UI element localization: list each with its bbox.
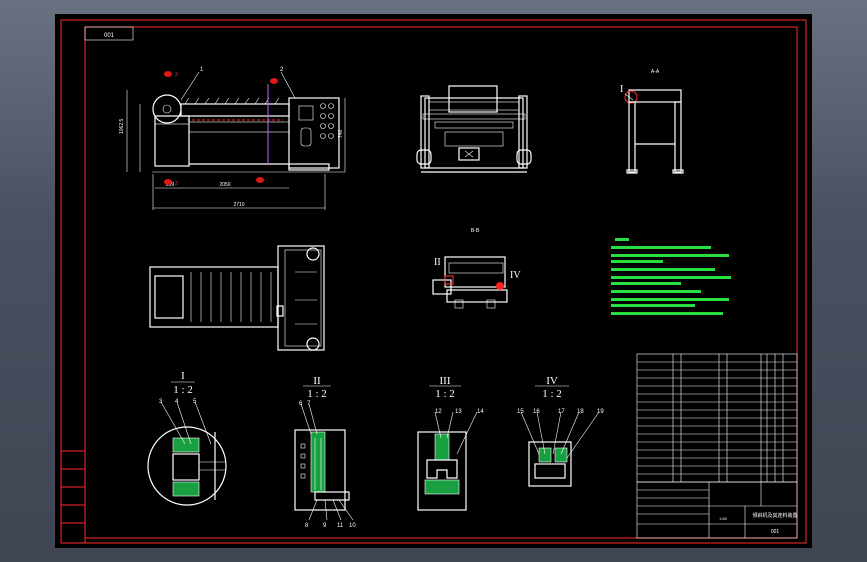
detail-II-num-9: 9 [323,523,327,529]
leader-2: 2 [280,67,284,73]
conveyor-belt [180,103,290,117]
detail-II-scale: 1 : 2 [307,388,327,400]
section-aa-view: A-A I [620,69,684,174]
detail-IV-num-15: 15 [517,409,524,415]
detail-II: II 1 : 2 6 7 8 9 11 10 [294,375,356,529]
detail-IV: IV 1 : 2 15 16 17 18 19 [517,375,604,487]
plan-view [149,245,325,351]
detail-IV-scale: 1 : 2 [542,388,562,400]
detail-III-roman: III [440,375,451,387]
dim-inner-length: 2050 [219,182,230,188]
section-label-aa: A-A [651,69,660,75]
detail-I-num-3: 3 [159,399,163,405]
detail-II-num-7: 7 [307,401,311,407]
technical-notes [611,238,731,315]
marker-I: I [620,84,623,95]
title-block-title: 倾斜机及其连料装置 [752,512,797,519]
detail-III-num-14: 14 [477,409,484,415]
outer-frame [60,19,807,544]
code-box [84,26,134,41]
detail-I-num-5: 5 [193,399,197,405]
cad-drawing: 001 1062.5 740 [60,19,807,544]
dim-overall-length: 2710 [233,202,244,208]
detail-III: III 1 : 2 12 13 14 [417,375,484,511]
leader-1: 1 [200,67,204,73]
dim-height-main: 1062.5 [119,118,125,134]
detail-III-scale: 1 : 2 [435,388,455,400]
red-label-a: 3 [175,72,178,78]
detail-IV-num-18: 18 [577,409,584,415]
drawing-canvas: 001 1062.5 740 [55,14,812,548]
detail-II-num-11: 11 [337,523,344,529]
detail-II-num-10: 10 [349,523,356,529]
red-label-b: 2 [175,181,178,187]
title-block: 倾斜机及其连料装置 001 1:50 [636,481,798,539]
section-label-bb: B-B [471,228,480,234]
code-box-text: 001 [104,33,115,39]
detail-III-num-12: 12 [435,409,442,415]
front-view: 1062.5 740 2050 299 2710 1 2 3 2 [119,67,346,210]
marker-IV: IV [510,270,521,281]
title-block-scale: 1:50 [719,516,728,521]
detail-I-roman: I [181,370,185,382]
title-block-code: 001 [771,529,780,535]
detail-IV-num-17: 17 [558,409,565,415]
detail-I: I 1 : 2 3 4 5 [147,370,227,506]
detail-II-num-6: 6 [299,401,303,407]
dim-height-side: 740 [338,129,344,138]
detail-IV-num-19: 19 [597,409,604,415]
detail-IV-roman: IV [546,375,558,387]
side-housing [288,97,340,169]
marker-II: II [434,257,441,268]
left-binding-strip [60,450,86,544]
drive-roller [152,94,182,124]
inner-frame [84,26,798,539]
side-view [416,85,532,173]
detail-II-num-8: 8 [305,523,309,529]
parts-list [636,353,798,483]
detail-IV-num-16: 16 [533,409,540,415]
dim-foot: 299 [166,182,175,188]
detail-III-num-13: 13 [455,409,462,415]
detail-I-num-4: 4 [175,399,179,405]
detail-II-roman: II [313,375,321,387]
detail-I-scale: 1 : 2 [173,384,193,396]
section-bb-view: B-B II IV [432,228,521,309]
